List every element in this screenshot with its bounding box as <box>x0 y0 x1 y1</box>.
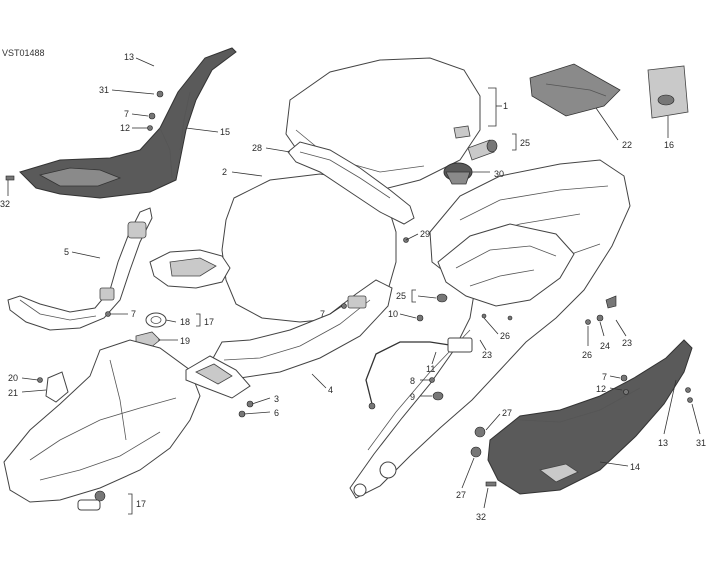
ecu-holder[interactable] <box>185 355 251 399</box>
label-31: 31 <box>696 438 706 448</box>
part-15-side-panel-left[interactable] <box>19 47 237 199</box>
label-17: 17 <box>136 499 146 509</box>
label-28: 28 <box>252 143 262 153</box>
hardware-fasteners <box>5 90 693 487</box>
label-15: 15 <box>220 127 230 137</box>
label-3: 3 <box>274 394 279 404</box>
label-27: 27 <box>456 490 466 500</box>
part-14-side-panel-right[interactable] <box>487 339 693 495</box>
label-23: 23 <box>482 350 492 360</box>
label-10: 10 <box>388 309 398 319</box>
label-25: 25 <box>520 138 530 148</box>
label-12: 12 <box>120 123 130 133</box>
label-24: 24 <box>600 341 610 351</box>
seat-hinge-left[interactable] <box>149 249 231 289</box>
label-12: 12 <box>596 384 606 394</box>
label-7: 7 <box>131 309 136 319</box>
diagram-code: VST01488 <box>2 48 45 58</box>
label-13: 13 <box>658 438 668 448</box>
rear-mudguard-assembly[interactable] <box>3 339 201 511</box>
part-25-lock-cylinder[interactable] <box>467 139 498 161</box>
label-7: 7 <box>320 309 325 319</box>
frame-inner-tray[interactable] <box>437 223 575 307</box>
label-27: 27 <box>502 408 512 418</box>
label-7: 7 <box>124 109 129 119</box>
label-17: 17 <box>204 317 214 327</box>
label-4: 4 <box>328 385 333 395</box>
label-6: 6 <box>274 408 279 418</box>
part-1-seat-bumper[interactable] <box>453 125 471 139</box>
label-29: 29 <box>420 229 430 239</box>
label-21: 21 <box>8 388 18 398</box>
label-14: 14 <box>630 462 640 472</box>
label-23: 23 <box>622 338 632 348</box>
label-8: 8 <box>410 376 415 386</box>
label-22: 22 <box>622 140 632 150</box>
label-26: 26 <box>500 331 510 341</box>
label-32: 32 <box>0 199 10 209</box>
label-2: 2 <box>222 167 227 177</box>
label-18: 18 <box>180 317 190 327</box>
part-22-owner-manual[interactable] <box>529 63 621 117</box>
part-28-seat-strip[interactable] <box>287 141 415 225</box>
label-32: 32 <box>476 512 486 522</box>
part-5-grab-handle-left[interactable] <box>7 207 153 331</box>
label-26: 26 <box>582 350 592 360</box>
label-11: 11 <box>426 364 435 374</box>
part-labels: 13 31 7 12 15 32 2 28 1 22 16 25 30 5 29… <box>0 52 706 522</box>
label-5: 5 <box>64 247 69 257</box>
label-31: 31 <box>99 85 109 95</box>
leader-lines <box>7 57 701 515</box>
part-30-seat-lock[interactable] <box>443 162 473 185</box>
label-13: 13 <box>124 52 134 62</box>
label-1: 1 <box>503 101 508 111</box>
label-7: 7 <box>602 372 607 382</box>
part-21-bracket[interactable] <box>45 371 69 403</box>
part-11-seat-release-cable[interactable] <box>365 337 473 410</box>
label-16: 16 <box>664 140 674 150</box>
label-20: 20 <box>8 373 18 383</box>
part-4-seat-tray[interactable] <box>211 279 393 379</box>
label-30: 30 <box>494 169 504 179</box>
label-19: 19 <box>180 336 190 346</box>
label-9: 9 <box>410 392 415 402</box>
part-16-label-card[interactable] <box>647 65 689 119</box>
part-18-cap[interactable] <box>145 312 167 328</box>
label-25: 25 <box>396 291 406 301</box>
